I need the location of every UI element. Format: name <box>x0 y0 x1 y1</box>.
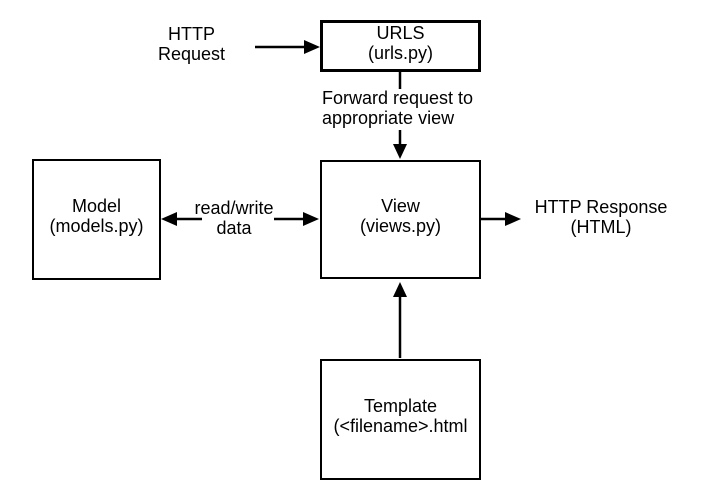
urls-to-view-arrow <box>393 72 407 159</box>
view-box-title: View <box>381 196 420 216</box>
urls-box-title: URLS <box>376 22 425 43</box>
http-response-label: HTTP Response (HTML) <box>534 197 668 237</box>
template-to-view-arrow <box>393 282 407 358</box>
model-view-arrow <box>161 212 319 226</box>
template-box: Template (<filename>.html <box>320 359 481 480</box>
read-write-label: read/write data <box>194 198 274 238</box>
model-box: Model (models.py) <box>32 159 161 280</box>
model-box-subtitle: (models.py) <box>49 216 144 236</box>
http-request-label: HTTP Request <box>157 24 226 64</box>
template-box-title: Template <box>363 396 438 416</box>
view-to-response-arrow <box>481 212 521 226</box>
template-box-subtitle: (<filename>.html <box>333 416 468 436</box>
view-box: View (views.py) <box>320 160 481 279</box>
http-request-arrow <box>255 40 320 54</box>
urls-box-subtitle: (urls.py) <box>367 42 433 63</box>
view-box-subtitle: (views.py) <box>359 216 441 236</box>
urls-box: URLS (urls.py) <box>320 20 481 72</box>
model-box-title: Model <box>71 196 122 216</box>
forward-request-label: Forward request to appropriate view <box>322 88 474 128</box>
